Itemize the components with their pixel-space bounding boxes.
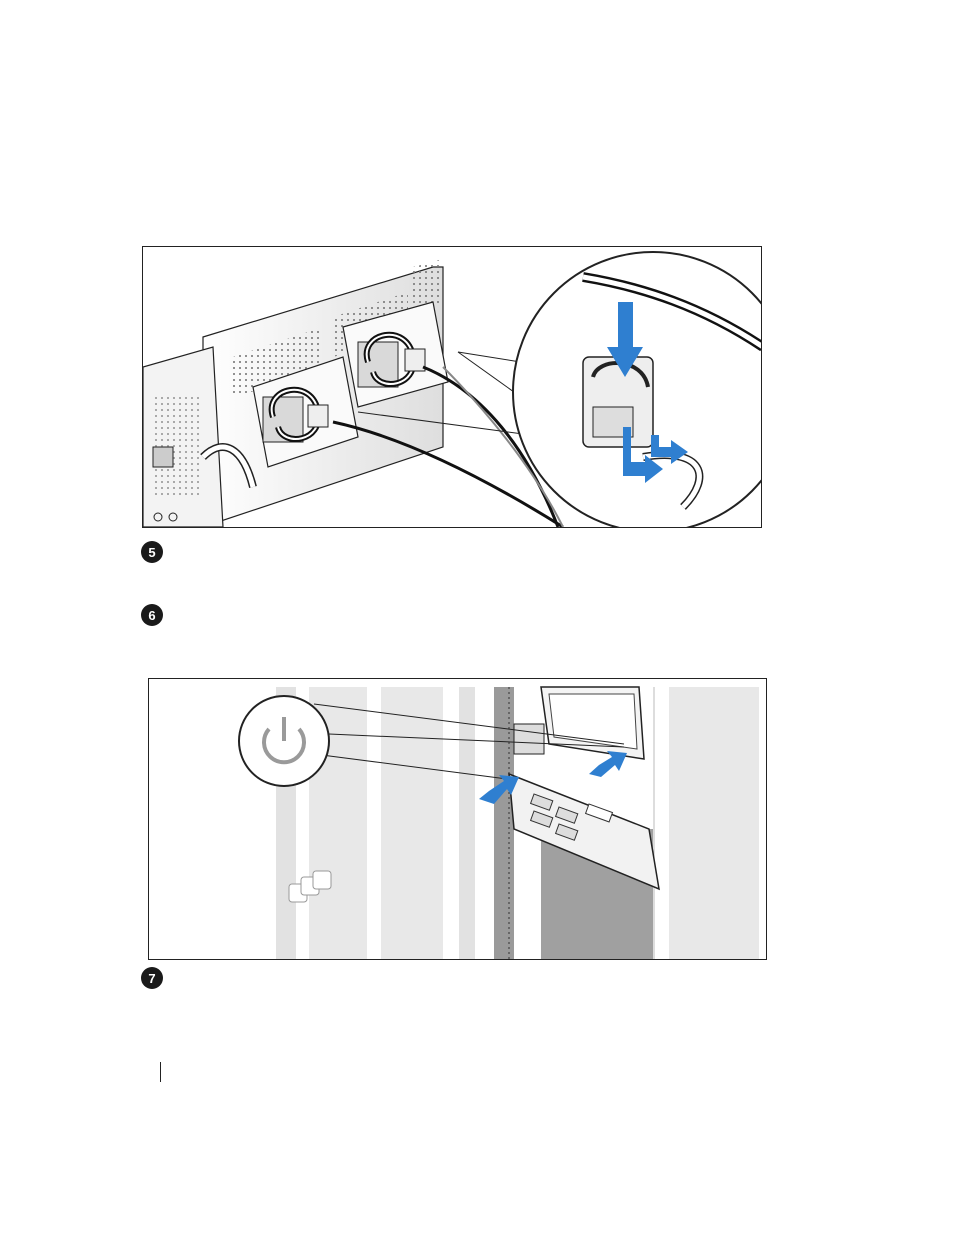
arrow-to-monitor-button-icon [589,751,627,777]
page-number-rule [160,1062,161,1082]
cable-retention-clip-icon [513,252,761,527]
step-7-badge: 7 [141,967,163,989]
figure-rack-power-on [148,678,767,960]
figure-power-cable-clip [142,246,762,528]
step-6-badge: 6 [141,604,163,626]
monitor [514,687,644,759]
power-button-icon [239,696,329,786]
step-5-badge: 5 [141,541,163,563]
